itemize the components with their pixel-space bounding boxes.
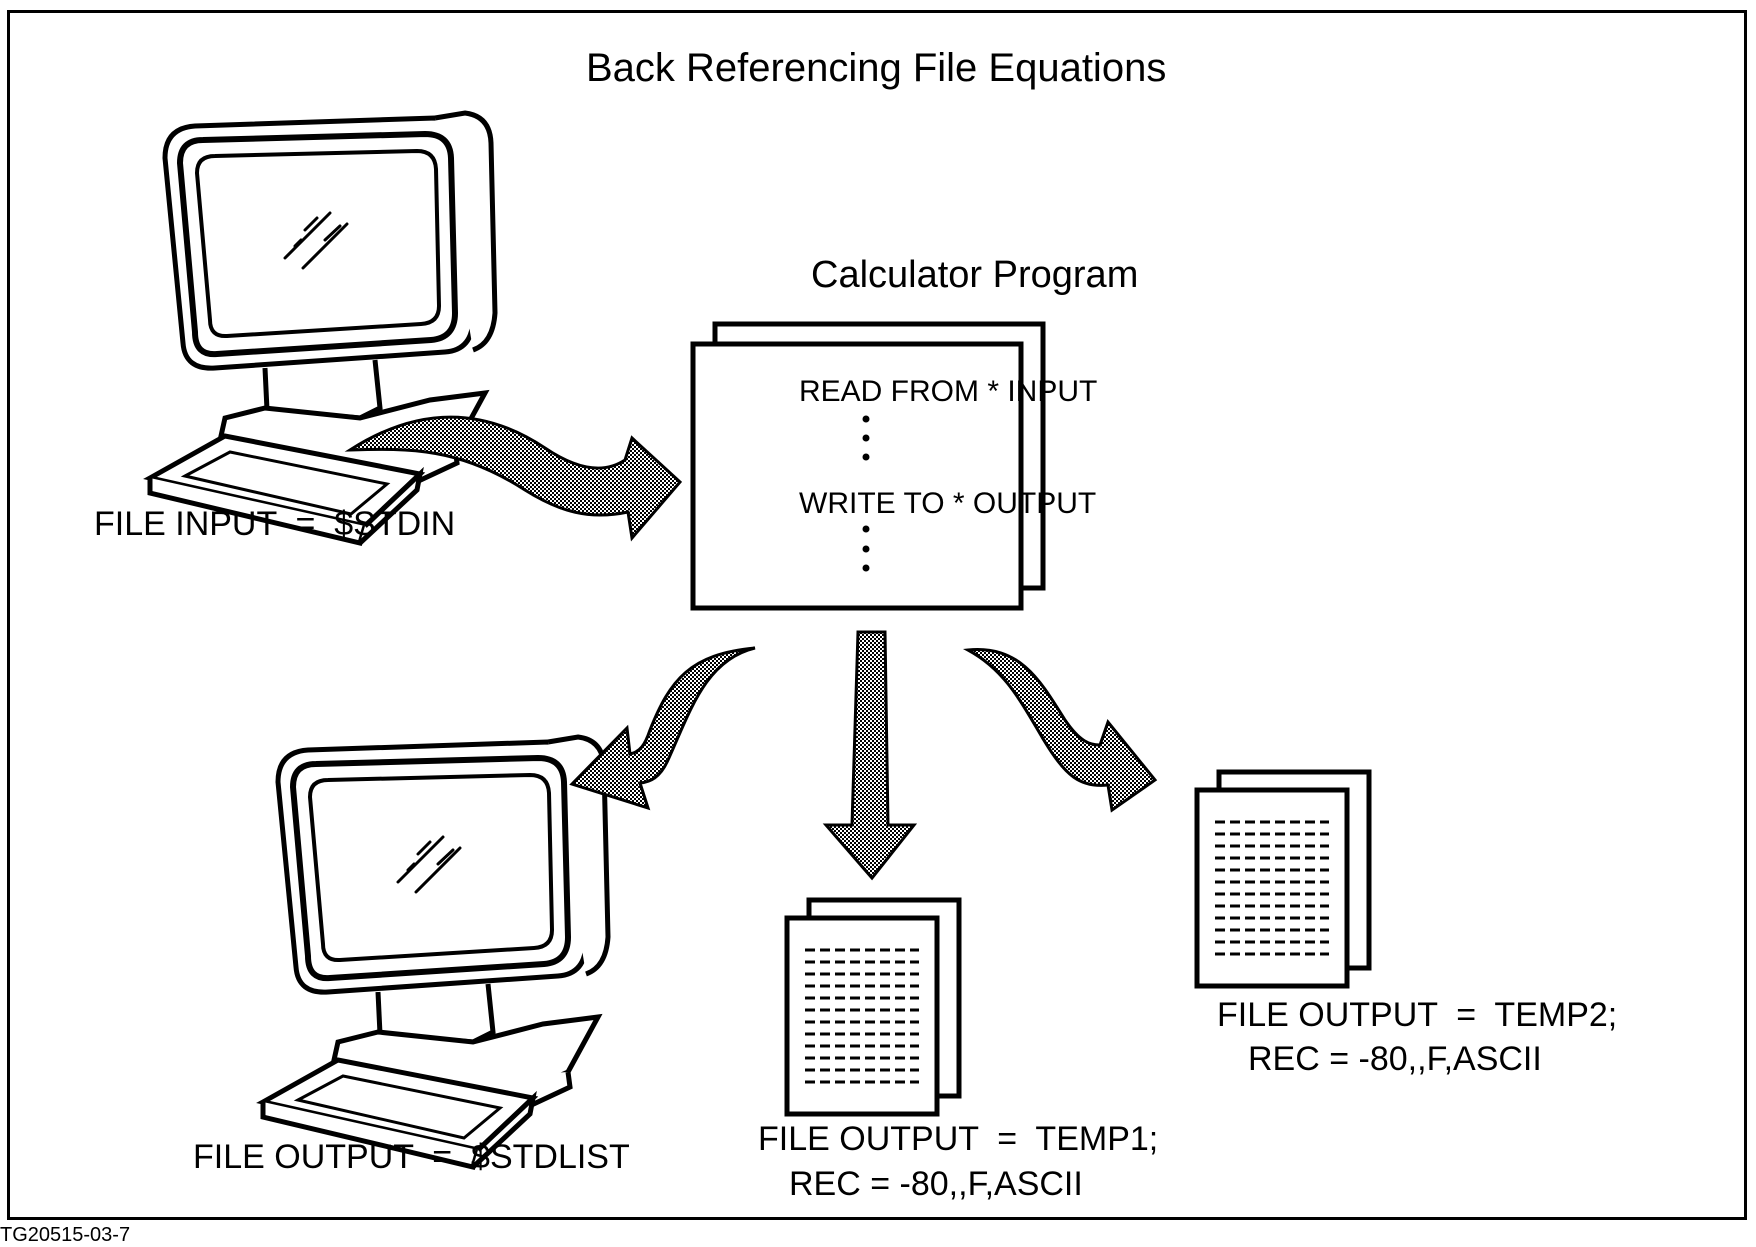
- temp1-file-icon: [787, 900, 959, 1114]
- program-page: [690, 341, 1024, 611]
- program-heading: Calculator Program: [811, 254, 1139, 296]
- output-terminal-icon: [263, 737, 608, 1167]
- input-flow-arrow: [344, 415, 683, 542]
- stdlist-equation-label: FILE OUTPUT = $STDLIST: [193, 1138, 630, 1176]
- temp2-file-icon: [1197, 772, 1369, 986]
- stdlist-flow-arrow: [569, 646, 756, 811]
- diagram-frame: [7, 10, 1747, 1220]
- input-equation-label: FILE INPUT = $STDIN: [94, 505, 456, 543]
- temp2-equation-line1: FILE OUTPUT = TEMP2;: [1217, 996, 1618, 1034]
- program-read-line: READ FROM * INPUT: [799, 375, 1098, 408]
- temp1-equation-line2: REC = -80,,F,ASCII: [789, 1165, 1083, 1203]
- input-terminal-icon: [150, 113, 495, 543]
- program-write-line: WRITE TO * OUTPUT: [799, 487, 1097, 520]
- program-ellipsis-dots: [862, 415, 870, 572]
- temp1-equation-line1: FILE OUTPUT = TEMP1;: [758, 1120, 1159, 1158]
- temp2-flow-arrow: [962, 648, 1158, 813]
- temp2-equation-line2: REC = -80,,F,ASCII: [1248, 1040, 1542, 1078]
- temp1-flow-arrow: [822, 630, 918, 881]
- figure-id: TG20515-03-7: [0, 1224, 131, 1246]
- diagram-title: Back Referencing File Equations: [586, 46, 1167, 90]
